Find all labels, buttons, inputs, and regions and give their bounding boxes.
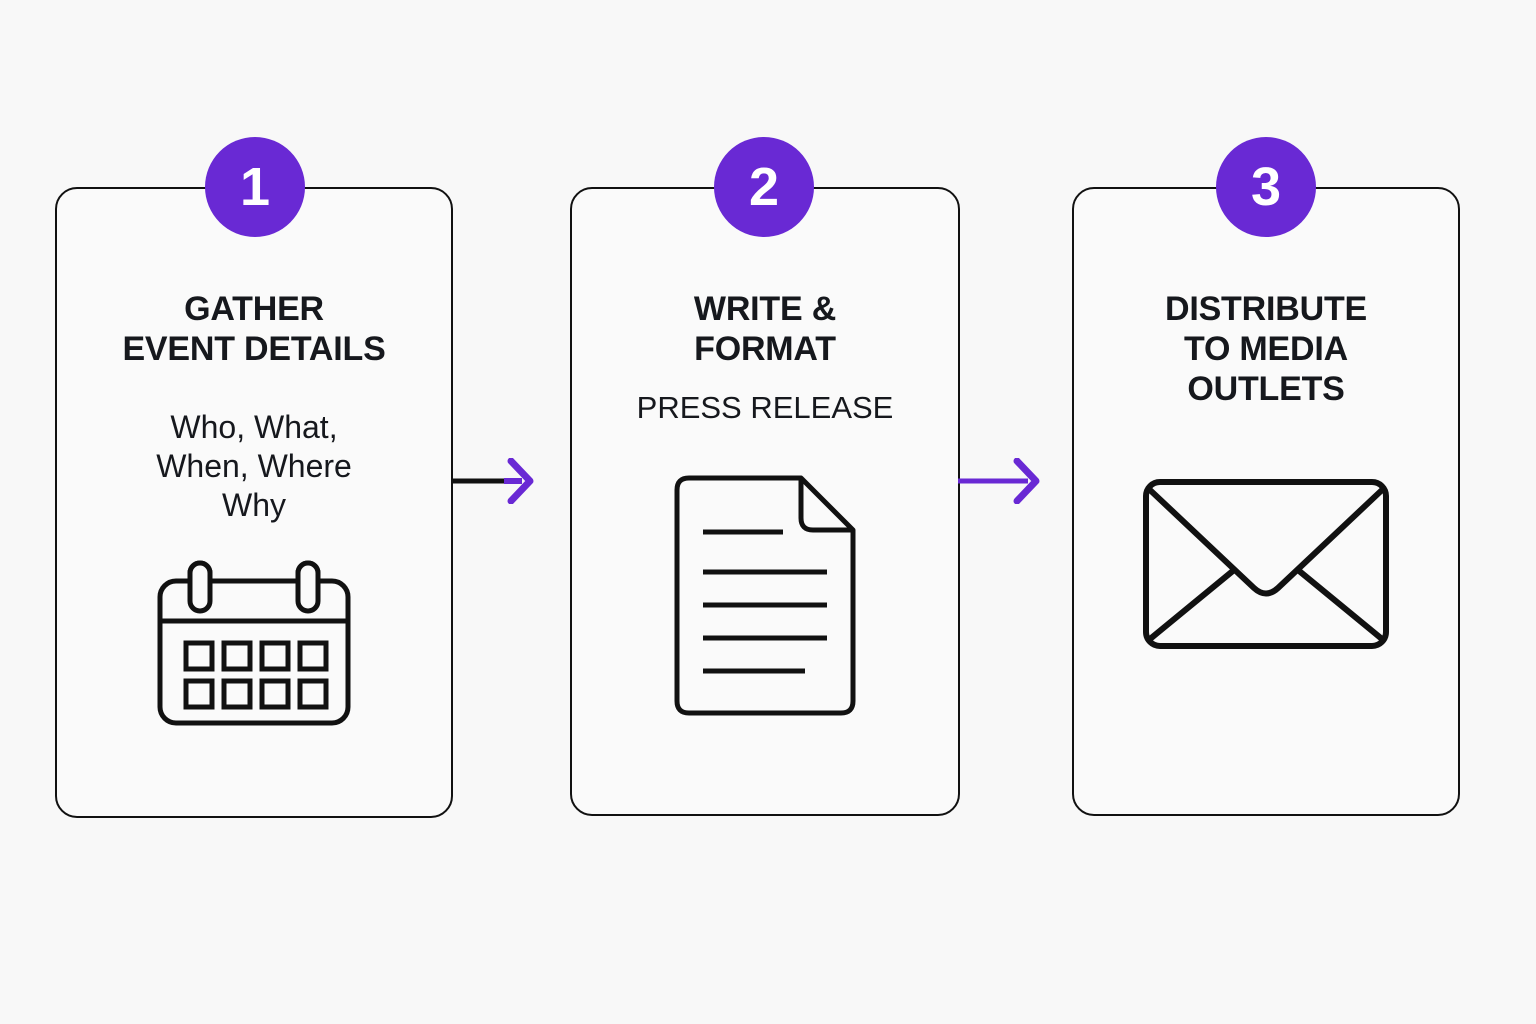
step-number-3: 3 bbox=[1250, 157, 1282, 217]
step-number-2: 2 bbox=[748, 157, 780, 217]
step-card-2[interactable]: WRITE & FORMAT PRESS RELEASE bbox=[570, 187, 960, 816]
arrow-step1-to-step2 bbox=[452, 458, 534, 504]
step-number-badge-1: 1 bbox=[205, 137, 305, 237]
document-icon bbox=[665, 472, 865, 719]
step-number-badge-3: 3 bbox=[1216, 137, 1316, 237]
step-2-subtitle: PRESS RELEASE bbox=[636, 389, 894, 425]
step-number-badge-2: 2 bbox=[714, 137, 814, 237]
calendar-icon bbox=[154, 559, 354, 729]
step-1-subtitle: Who, What, When, Where Why bbox=[156, 408, 352, 523]
step-card-1[interactable]: GATHER EVENT DETAILS Who, What, When, Wh… bbox=[55, 187, 453, 818]
arrow-step2-to-step3 bbox=[958, 458, 1040, 504]
envelope-icon bbox=[1142, 478, 1390, 650]
step-number-1: 1 bbox=[239, 157, 271, 217]
step-1-title: GATHER EVENT DETAILS bbox=[122, 290, 386, 368]
step-2-title: WRITE & FORMAT bbox=[693, 290, 837, 368]
step-card-3[interactable]: DISTRIBUTE TO MEDIA OUTLETS bbox=[1072, 187, 1460, 816]
step-3-title: DISTRIBUTE TO MEDIA OUTLETS bbox=[1164, 290, 1367, 408]
